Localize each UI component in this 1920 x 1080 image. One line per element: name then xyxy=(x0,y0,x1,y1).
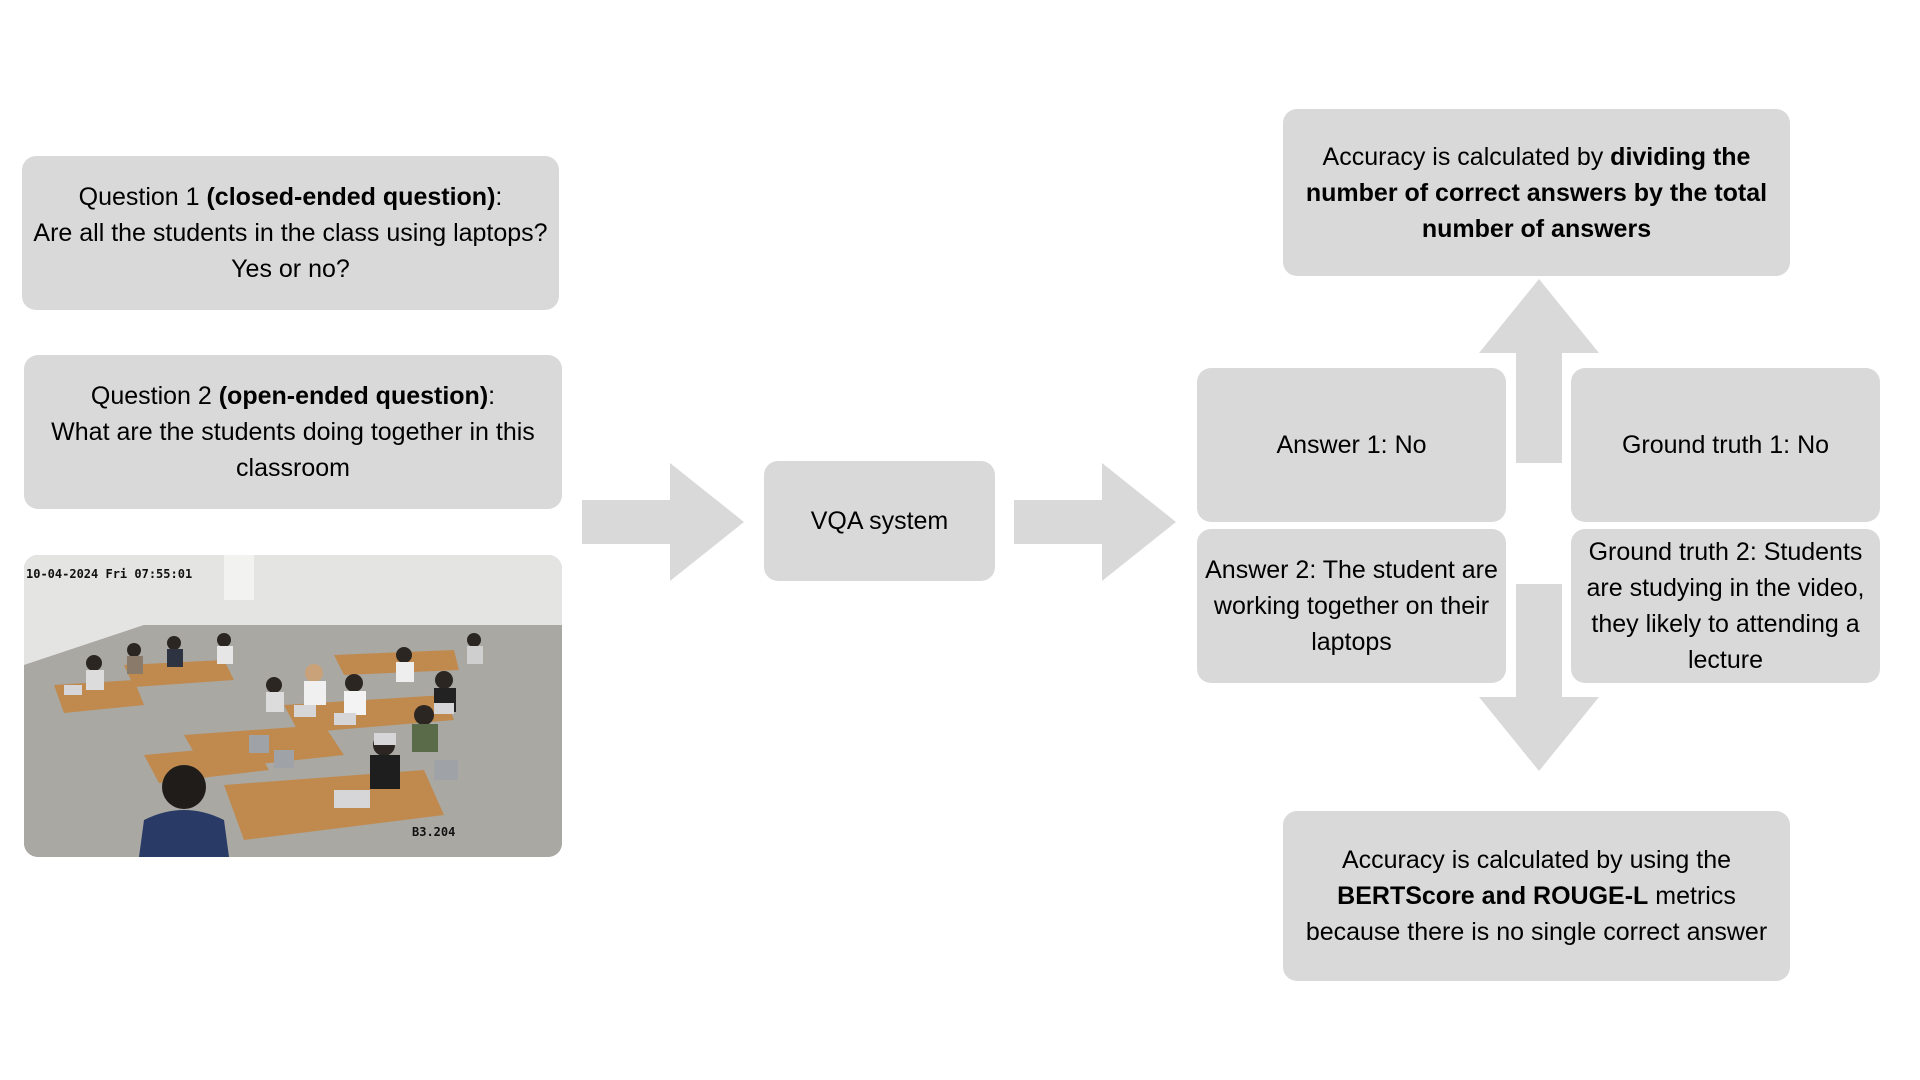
camera-timestamp: 10-04-2024 Fri 07:55:01 xyxy=(26,567,193,581)
question-1-prefix: Question 1 xyxy=(78,183,207,211)
answer-1-text: Answer 1: No xyxy=(1276,431,1427,459)
arrow-right-to-vqa xyxy=(582,463,744,581)
accuracy-open-text: Accuracy is calculated by using the BERT… xyxy=(1297,842,1776,950)
accuracy-open-metrics: BERTScore and ROUGE-L xyxy=(1337,882,1649,910)
classroom-image: 10-04-2024 Fri 07:55:01 B3.204 xyxy=(24,555,562,857)
classroom-illustration xyxy=(24,555,562,857)
question-2-prefix: Question 2 xyxy=(90,382,219,410)
question-1-text: Question 1 (closed-ended question): Are … xyxy=(33,179,547,287)
arrow-up-to-closed-accuracy xyxy=(1479,279,1599,463)
accuracy-closed-method: dividing the number of correct answers b… xyxy=(1305,142,1768,243)
vqa-system-label: VQA system xyxy=(810,507,949,535)
question-1-type: (closed-ended question) xyxy=(206,183,496,211)
vqa-system-box: VQA system xyxy=(764,461,995,581)
question-1-line2: Are all the students in the class using … xyxy=(33,219,548,247)
ground-truth-1-text: Ground truth 1: No xyxy=(1621,431,1830,459)
question-2-type: (open-ended question) xyxy=(218,382,489,410)
question-1-box: Question 1 (closed-ended question): Are … xyxy=(22,156,559,310)
accuracy-closed-prefix: Accuracy is calculated by xyxy=(1322,142,1611,171)
accuracy-closed-text: Accuracy is calculated by dividing the n… xyxy=(1301,139,1772,247)
question-2-colon: : xyxy=(488,382,496,410)
question-1-colon: : xyxy=(495,183,503,211)
accuracy-open-box: Accuracy is calculated by using the BERT… xyxy=(1283,811,1790,981)
accuracy-open-prefix: Accuracy is calculated by using the xyxy=(1341,846,1732,874)
ground-truth-2-text: Ground truth 2: Students are studying in… xyxy=(1586,538,1865,674)
arrow-right-to-answers xyxy=(1014,463,1176,581)
accuracy-open-suffix: metrics because there is no single corre… xyxy=(1305,882,1768,946)
answer-2-text: Answer 2: The student are working togeth… xyxy=(1205,556,1498,656)
arrow-down-to-open-accuracy xyxy=(1479,584,1599,771)
ground-truth-1-box: Ground truth 1: No xyxy=(1571,368,1880,522)
question-2-box: Question 2 (open-ended question): What a… xyxy=(24,355,562,509)
question-2-line2: What are the students doing together in … xyxy=(51,418,535,446)
question-2-text: Question 2 (open-ended question): What a… xyxy=(51,378,535,486)
question-2-line3: classroom xyxy=(236,454,350,482)
accuracy-closed-box: Accuracy is calculated by dividing the n… xyxy=(1283,109,1790,276)
answer-1-box: Answer 1: No xyxy=(1197,368,1506,522)
room-label: B3.204 xyxy=(412,825,456,839)
answer-2-box: Answer 2: The student are working togeth… xyxy=(1197,529,1506,683)
question-1-line3: Yes or no? xyxy=(231,255,350,283)
ground-truth-2-box: Ground truth 2: Students are studying in… xyxy=(1571,529,1880,683)
